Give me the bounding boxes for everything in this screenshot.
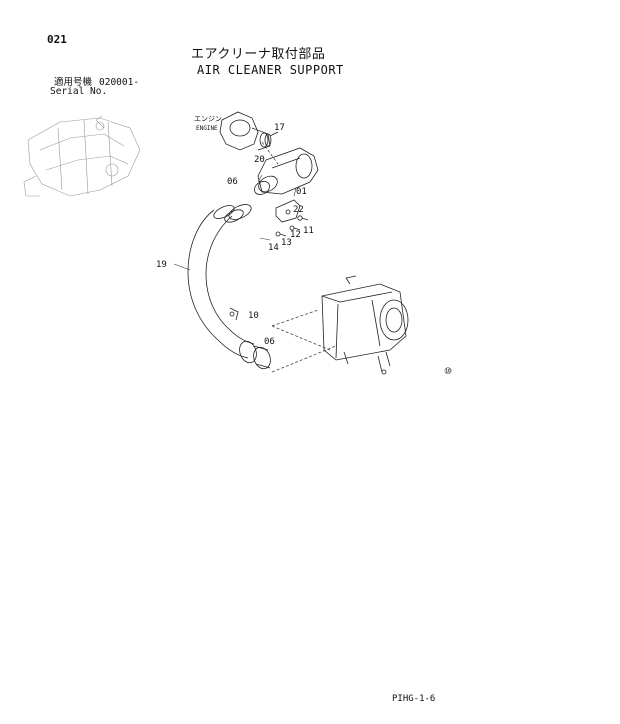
engine-connector-flange (219, 111, 271, 151)
machine-location-sketch (23, 115, 141, 197)
callout-22: 22 (293, 205, 304, 215)
serial-label-japanese: 適用号機 (54, 77, 93, 88)
callout-10: 10 (248, 311, 259, 321)
hose-band-part-06-lower (239, 340, 271, 370)
callout-17: 17 (274, 123, 285, 133)
callout-11: 11 (303, 226, 314, 236)
callout-12: 12 (290, 230, 301, 240)
hose-band-part-06-upper (254, 175, 278, 195)
bracket-part-01 (275, 199, 301, 223)
serial-label-english: Serial No. (50, 86, 108, 97)
page-title-japanese: エアクリーナ取付部品 (191, 47, 326, 62)
callout-14: 14 (268, 243, 279, 253)
circled-marker: ⑩ (444, 367, 452, 377)
callout-06-upper: 06 (227, 177, 238, 187)
air-cleaner-body (321, 275, 409, 375)
footer-page-code: PIHG-1-6 (392, 694, 436, 704)
clamp-part-10 (229, 307, 239, 321)
callout-13: 13 (281, 238, 292, 248)
page-title-english: AIR CLEANER SUPPORT (197, 63, 344, 77)
hose-band-part-06-mid (224, 204, 252, 223)
callout-leaders (173, 174, 297, 271)
callout-19: 19 (156, 260, 167, 270)
bolt-set (275, 215, 309, 237)
callout-06-lower: 06 (264, 337, 275, 347)
upper-hose-part-20 (257, 147, 319, 195)
callout-20: 20 (254, 155, 265, 165)
serial-number-range: 020001- (99, 77, 140, 88)
long-pipe-part-19 (187, 205, 255, 359)
engine-label-english: ENGINE (196, 125, 218, 132)
engine-label-japanese: エンジン (194, 115, 222, 123)
page-number: 021 (47, 33, 67, 46)
relation-lines (261, 141, 337, 373)
callout-01: 01 (296, 187, 307, 197)
clamp-part-17 (264, 131, 279, 147)
